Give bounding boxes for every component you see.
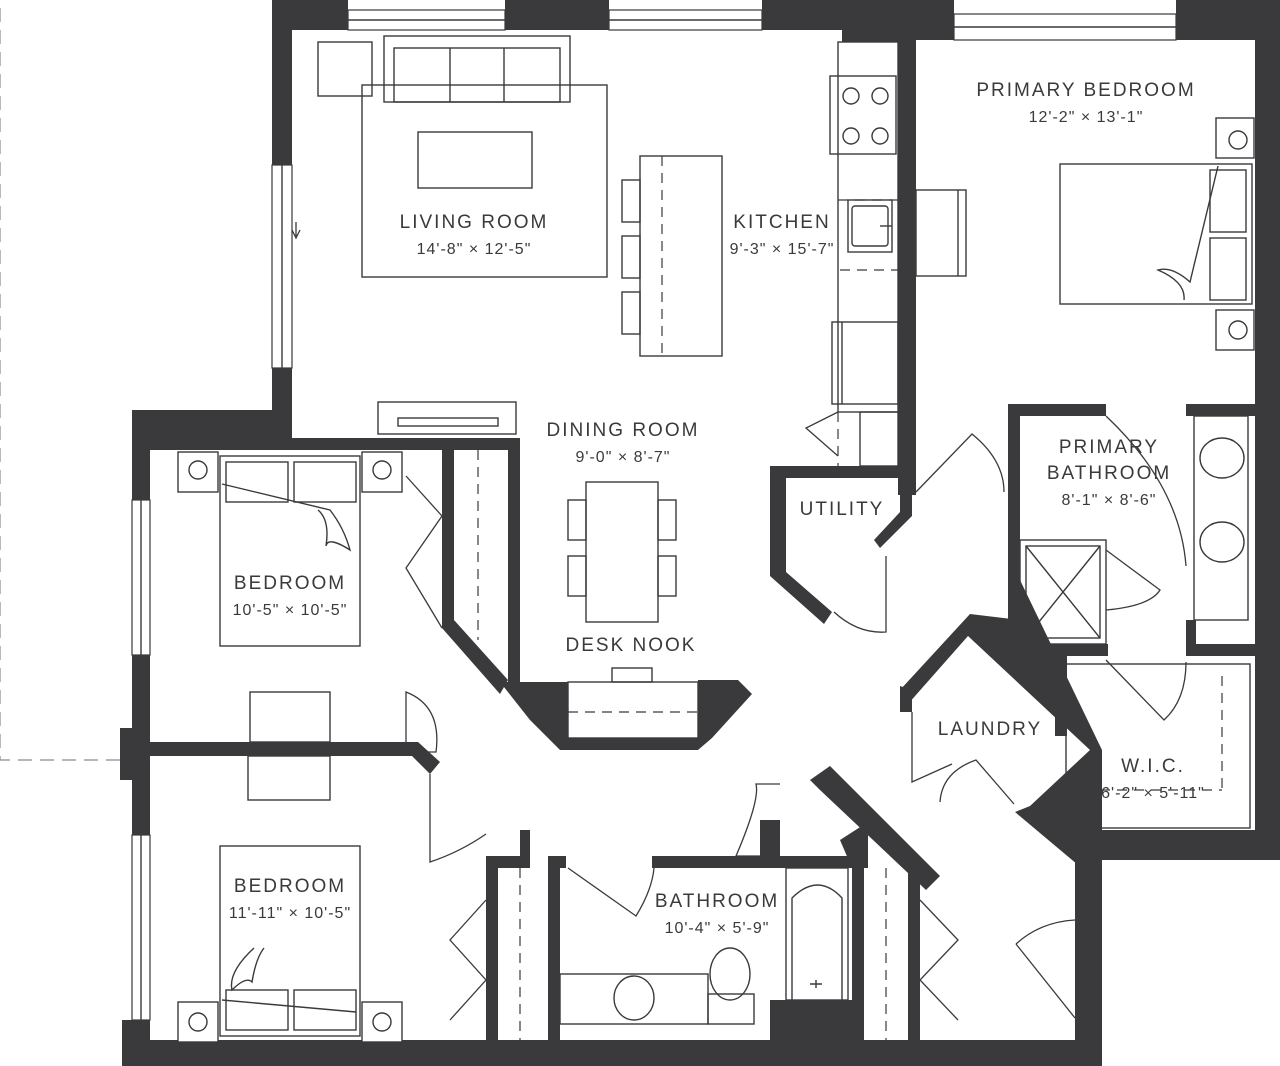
kitchen-dims: 9'-3" × 15'-7" bbox=[730, 241, 835, 258]
dining-room-label: DINING ROOM 9'-0" × 8'-7" bbox=[547, 420, 700, 466]
desk-nook-label: DESK NOOK bbox=[566, 635, 697, 656]
bedroom-2-name: BEDROOM bbox=[234, 876, 346, 897]
bedroom-2-label: BEDROOM 11'-11" × 10'-5" bbox=[229, 876, 351, 922]
primary-bedroom-furniture bbox=[915, 117, 1255, 351]
bedroom-1-name: BEDROOM bbox=[234, 573, 346, 594]
living-furniture bbox=[317, 35, 608, 435]
dining-room-name: DINING ROOM bbox=[547, 420, 700, 441]
primary-bathroom-dims: 8'-1" × 8'-6" bbox=[1062, 492, 1157, 509]
dining-room-dims: 9'-0" × 8'-7" bbox=[576, 449, 671, 466]
primary-bathroom-name-line1: PRIMARY bbox=[1059, 437, 1159, 458]
kitchen-label: KITCHEN 9'-3" × 15'-7" bbox=[730, 212, 835, 258]
utility-label: UTILITY bbox=[800, 499, 885, 520]
dining-furniture bbox=[567, 481, 677, 623]
bathroom-label: BATHROOM 10'-4" × 5'-9" bbox=[655, 891, 779, 937]
bedroom-2-dims: 11'-11" × 10'-5" bbox=[229, 905, 351, 922]
closets bbox=[477, 450, 887, 1040]
bathroom-dims: 10'-4" × 5'-9" bbox=[665, 920, 770, 937]
utility-name: UTILITY bbox=[800, 499, 885, 520]
bedroom-1-label: BEDROOM 10'-5" × 10'-5" bbox=[233, 573, 348, 619]
primary-bath-fixtures bbox=[1019, 415, 1249, 721]
kitchen-fixtures bbox=[621, 41, 899, 467]
bedroom1-furniture bbox=[177, 451, 403, 743]
living-room-label: LIVING ROOM 14'-8" × 12'-5" bbox=[400, 212, 549, 258]
primary-bedroom-name: PRIMARY BEDROOM bbox=[976, 80, 1195, 101]
patio-outline bbox=[0, 8, 132, 761]
kitchen-name: KITCHEN bbox=[733, 212, 830, 233]
laundry-fixtures bbox=[911, 712, 1015, 805]
wic-label: W.I.C. 6'-2" × 5'-11" bbox=[1101, 756, 1205, 802]
laundry-label: LAUNDRY bbox=[938, 719, 1042, 740]
primary-bathroom-name-line2: BATHROOM bbox=[1047, 463, 1171, 484]
interior-walls bbox=[150, 404, 1256, 1040]
bedroom2-furniture bbox=[177, 755, 403, 1043]
living-room-dims: 14'-8" × 12'-5" bbox=[417, 241, 532, 258]
desk-nook-fixtures bbox=[567, 667, 699, 739]
living-room-name: LIVING ROOM bbox=[400, 212, 549, 233]
windows bbox=[131, 9, 1177, 1021]
primary-bedroom-label: PRIMARY BEDROOM 12'-2" × 13'-1" bbox=[976, 80, 1195, 126]
bathroom-fixtures bbox=[559, 867, 849, 1025]
wic-dims: 6'-2" × 5'-11" bbox=[1101, 785, 1205, 802]
primary-bathroom-label: PRIMARY BATHROOM 8'-1" × 8'-6" bbox=[1047, 437, 1171, 509]
primary-bedroom-dims: 12'-2" × 13'-1" bbox=[1029, 109, 1144, 126]
laundry-name: LAUNDRY bbox=[938, 719, 1042, 740]
bedroom-1-dims: 10'-5" × 10'-5" bbox=[233, 602, 348, 619]
desk-nook-name: DESK NOOK bbox=[566, 635, 697, 656]
bathroom-name: BATHROOM bbox=[655, 891, 779, 912]
wic-name: W.I.C. bbox=[1121, 756, 1185, 777]
wic-fixtures bbox=[1065, 663, 1251, 829]
exterior-walls bbox=[120, 0, 1280, 1066]
doors bbox=[405, 433, 1076, 1021]
